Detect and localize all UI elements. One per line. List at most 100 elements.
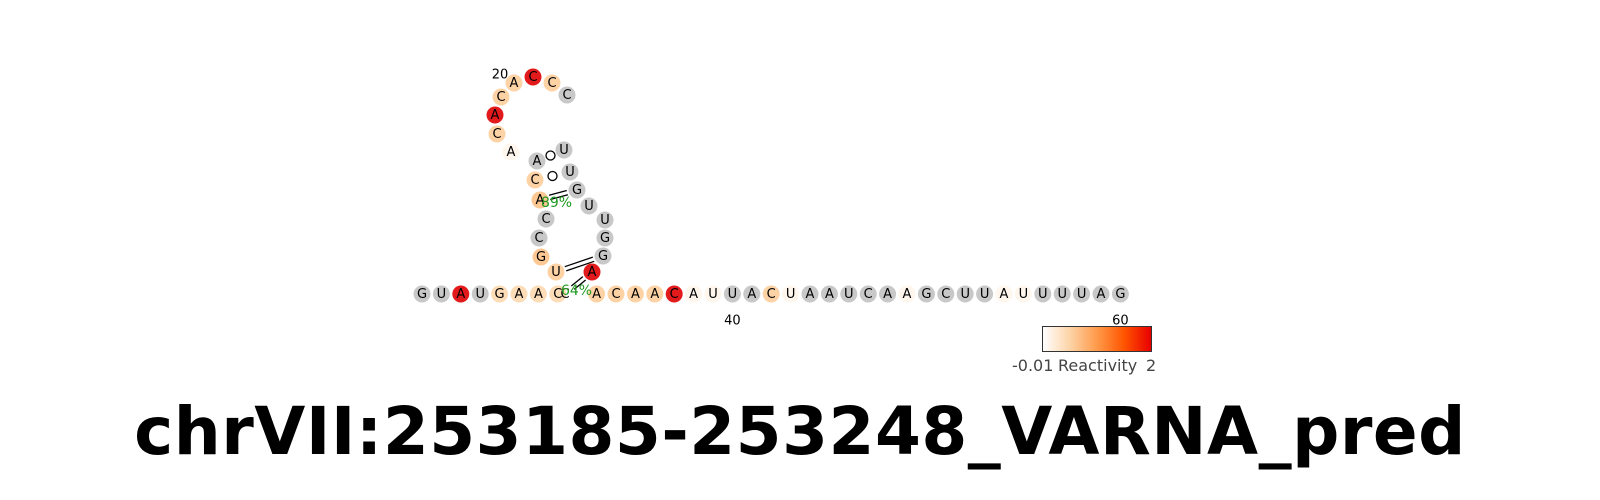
nucleotide: U [471, 285, 489, 303]
nucleotide: C [558, 86, 576, 104]
nucleotide-letter: A [1097, 287, 1106, 302]
nucleotide-reactivity-circle [543, 74, 561, 92]
nucleotide-letter: U [1019, 287, 1029, 302]
legend-max-label: 2 [1146, 356, 1157, 375]
nucleotide-reactivity-circle [596, 229, 614, 247]
nucleotide-letter: A [689, 287, 698, 302]
nucleotide: C [607, 285, 625, 303]
nucleotide-letter: G [600, 231, 610, 246]
nucleotide: U [547, 263, 565, 281]
nucleotide: U [1053, 285, 1071, 303]
nucleotide: A [626, 285, 644, 303]
nucleotide-letter: G [417, 287, 427, 302]
nucleotide-reactivity-circle [580, 197, 598, 215]
nucleotide: U [555, 141, 573, 159]
nucleotide-letter: C [492, 127, 501, 142]
nucleotide: U [1014, 285, 1032, 303]
nucleotide: A [529, 285, 547, 303]
nucleotide: A [583, 263, 601, 281]
nucleotide-reactivity-circle [502, 143, 520, 161]
nucleotide-letter: A [534, 287, 543, 302]
nucleotide-letter: G [1115, 287, 1125, 302]
nucleotide-letter: A [491, 108, 500, 123]
nucleotide: C [549, 285, 567, 303]
base-pair-bond [548, 189, 567, 196]
nucleotide-reactivity-circle [956, 285, 974, 303]
nucleotide-letter: A [588, 265, 597, 280]
nucleotide-reactivity-circle [646, 285, 664, 303]
nucleotide-letter: A [592, 287, 601, 302]
nucleotide-reactivity-circle [452, 285, 470, 303]
base-pair-bond [550, 194, 569, 201]
nucleotide: A [452, 285, 470, 303]
nucleotide-letter: C [562, 88, 571, 103]
nucleotide-letter: C [864, 287, 873, 302]
nucleotide: A [505, 74, 523, 92]
index-label: 40 [724, 314, 741, 329]
index-label: 60 [1112, 314, 1129, 329]
base-pair-bond [564, 256, 594, 268]
nucleotide-reactivity-circle [583, 263, 601, 281]
nucleotide-reactivity-circle [1014, 285, 1032, 303]
base-pair-bonds [545, 150, 595, 290]
nucleotide: C [937, 285, 955, 303]
wobble-pair-bond [547, 170, 558, 182]
nucleotide-letter: A [631, 287, 640, 302]
nucleotide: A [510, 285, 528, 303]
nucleotide-reactivity-circle [1111, 285, 1129, 303]
nucleotide-letter: C [541, 212, 550, 227]
nucleotide-reactivity-circle [537, 210, 555, 228]
nucleotide-letter: A [806, 287, 815, 302]
nucleotide-reactivity-circle [626, 285, 644, 303]
nucleotide-letter: U [559, 143, 569, 158]
wobble-pair-bond [545, 150, 556, 161]
nucleotide-letter: C [670, 287, 679, 302]
nucleotide-letter: U [960, 287, 970, 302]
nucleotide-letter: C [941, 287, 950, 302]
pair-probability-label: 64% [561, 283, 592, 299]
nucleotide-reactivity-circle [555, 141, 573, 159]
index-labels: 20 40 60 [492, 68, 1129, 329]
nucleotide-letter: U [1038, 287, 1048, 302]
base-pair-bond [565, 260, 595, 272]
nucleotide-reactivity-circle [549, 285, 567, 303]
nucleotide-letter: A [510, 76, 519, 91]
diagram-title: chrVII:253185-253248_VARNA_pred [134, 393, 1466, 470]
nucleotide: U [723, 285, 741, 303]
nucleotide: A [486, 106, 504, 124]
nucleotide-letter: U [437, 287, 447, 302]
nucleotide-letter: C [553, 287, 562, 302]
nucleotide-reactivity-circle [432, 285, 450, 303]
nucleotide-letter: A [507, 145, 516, 160]
nucleotide-letter: U [1057, 287, 1067, 302]
index-label: 20 [492, 68, 509, 83]
nucleotide-reactivity-circle [530, 229, 548, 247]
nucleotide: A [879, 285, 897, 303]
nucleotide-reactivity-circle [1073, 285, 1091, 303]
nucleotide: G [568, 181, 586, 199]
nucleotide-reactivity-circle [820, 285, 838, 303]
nucleotide-letter: C [560, 287, 569, 302]
nucleotide-letter: U [786, 287, 796, 302]
nucleotide: G [413, 285, 431, 303]
nucleotide: G [532, 248, 550, 266]
nucleotide: C [560, 287, 569, 302]
nucleotide-letter: A [747, 287, 756, 302]
nucleotide-letter: U [565, 165, 575, 180]
nucleotide-reactivity-circle [782, 285, 800, 303]
nucleotide-reactivity-circle [937, 285, 955, 303]
nucleotide-reactivity-circle [898, 285, 916, 303]
nucleotide: U [956, 285, 974, 303]
nucleotide: G [917, 285, 935, 303]
nucleotide-reactivity-circle [561, 163, 579, 181]
nucleotide-reactivity-circle [917, 285, 935, 303]
nucleotide: C [524, 68, 542, 86]
nucleotide: U [580, 197, 598, 215]
nucleotide-reactivity-circle [488, 125, 506, 143]
nucleotide: C [762, 285, 780, 303]
reactivity-color-bar [1042, 326, 1152, 352]
nucleotide-letter: G [598, 249, 608, 264]
reactivity-legend: -0.01 Reactivity 2 [1000, 320, 1190, 380]
nucleotide: A [743, 285, 761, 303]
nucleotide-letter: U [551, 265, 561, 280]
